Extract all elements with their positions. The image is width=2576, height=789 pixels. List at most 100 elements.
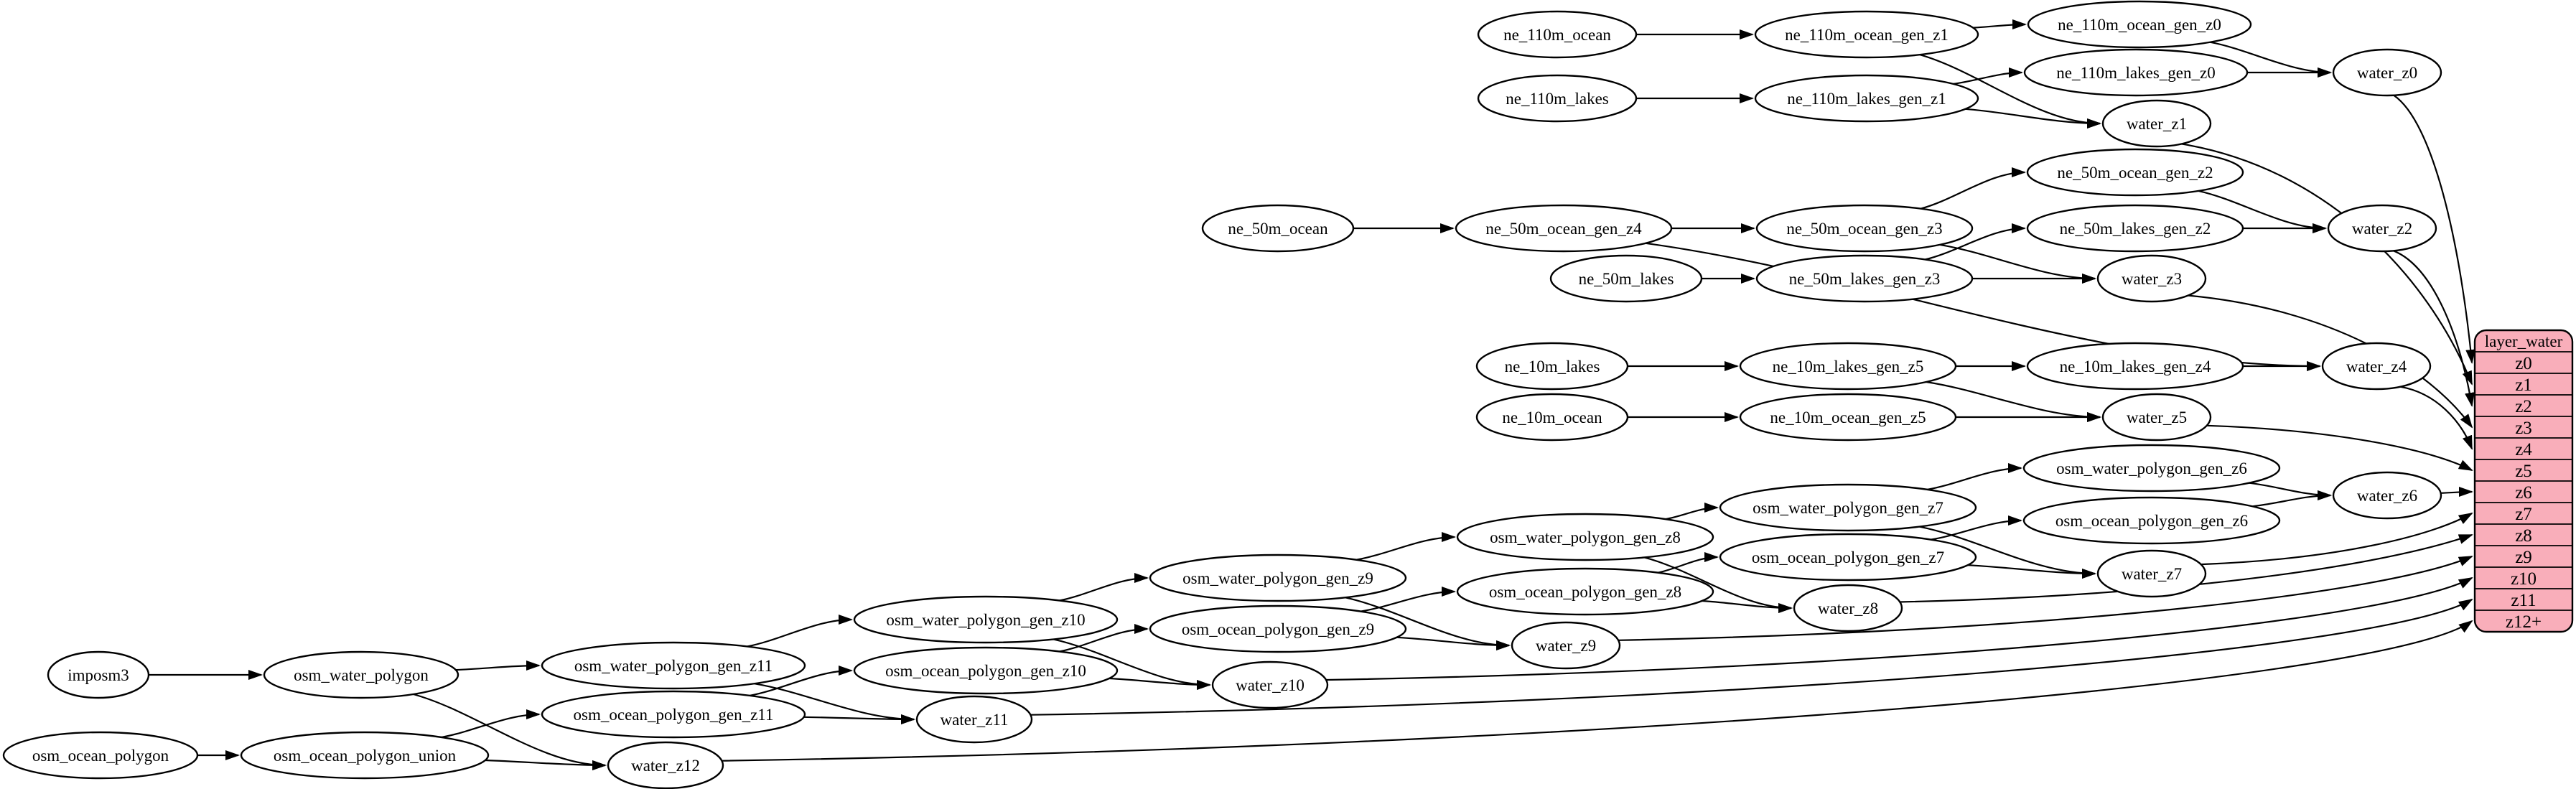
edge-osm_ocean_polygon_gen_z9-to-osm_ocean_polygon_gen_z8 bbox=[1361, 587, 1456, 612]
node-ellipse-osm_ocean_polygon_gen_z6 bbox=[2022, 496, 2281, 545]
node-label-osm_water_polygon_gen_z7: osm_water_polygon_gen_z7 bbox=[1753, 499, 1943, 517]
node-label-water_z4: water_z4 bbox=[2346, 358, 2407, 375]
edge-osm_water_polygon_gen_z7-to-water_z7 bbox=[1919, 526, 2096, 579]
edge-ne_10m_lakes_gen_z5-to-water_z5 bbox=[1926, 381, 2101, 422]
node-ne_50m_lakes_gen_z3: ne_50m_lakes_gen_z3 bbox=[1755, 254, 1974, 303]
node-ellipse-water_z11 bbox=[915, 695, 1033, 744]
node-label-osm_ocean_polygon_gen_z8: osm_ocean_polygon_gen_z8 bbox=[1489, 583, 1681, 601]
node-label-osm_water_polygon: osm_water_polygon bbox=[294, 666, 429, 684]
node-ellipse-osm_ocean_polygon_gen_z10 bbox=[853, 646, 1119, 695]
node-osm_ocean_polygon_gen_z6: osm_ocean_polygon_gen_z6 bbox=[2022, 496, 2281, 545]
table-row-z12+: z12+ bbox=[2506, 612, 2542, 632]
edge-osm_ocean_polygon_gen_z11-to-water_z11 bbox=[803, 714, 915, 724]
edge-osm_water_polygon_gen_z6-to-water_z6 bbox=[2249, 482, 2332, 500]
table-row-z6: z6 bbox=[2515, 483, 2532, 503]
node-ellipse-osm_ocean_polygon bbox=[2, 731, 199, 780]
node-ellipse-ne_10m_lakes bbox=[1475, 342, 1629, 391]
node-label-osm_ocean_polygon_union: osm_ocean_polygon_union bbox=[274, 747, 457, 765]
node-ne_50m_ocean_gen_z4: ne_50m_ocean_gen_z4 bbox=[1455, 204, 1673, 253]
node-label-water_z8: water_z8 bbox=[1818, 599, 1878, 617]
node-label-ne_50m_lakes_gen_z3: ne_50m_lakes_gen_z3 bbox=[1789, 270, 1941, 288]
node-ellipse-ne_50m_lakes_gen_z3 bbox=[1755, 254, 1974, 303]
node-ne_50m_ocean_gen_z2: ne_50m_ocean_gen_z2 bbox=[2026, 148, 2244, 197]
node-label-osm_water_polygon_gen_z10: osm_water_polygon_gen_z10 bbox=[886, 611, 1085, 629]
node-label-ne_10m_lakes: ne_10m_lakes bbox=[1505, 358, 1600, 375]
node-osm_water_polygon: osm_water_polygon bbox=[263, 650, 459, 699]
edge-osm_ocean_polygon_gen_z10-to-osm_ocean_polygon_gen_z9 bbox=[1059, 624, 1149, 653]
node-ne_50m_ocean_gen_z3: ne_50m_ocean_gen_z3 bbox=[1755, 204, 1974, 253]
node-ellipse-osm_ocean_polygon_gen_z11 bbox=[541, 690, 806, 739]
node-label-osm_water_polygon_gen_z11: osm_water_polygon_gen_z11 bbox=[574, 657, 773, 675]
node-label-water_z6: water_z6 bbox=[2357, 487, 2417, 505]
node-osm_water_polygon_gen_z7: osm_water_polygon_gen_z7 bbox=[1719, 483, 1977, 532]
node-water_z5: water_z5 bbox=[2101, 393, 2212, 442]
node-osm_water_polygon_gen_z8: osm_water_polygon_gen_z8 bbox=[1456, 513, 1714, 561]
node-ellipse-water_z7 bbox=[2096, 549, 2207, 598]
edge-osm_water_polygon_gen_z9-to-water_z9 bbox=[1345, 597, 1511, 650]
node-water_z8: water_z8 bbox=[1793, 584, 1903, 632]
node-water_z2: water_z2 bbox=[2327, 204, 2437, 253]
edge-ne_50m_ocean_gen_z3-to-ne_50m_ocean_gen_z2 bbox=[1920, 167, 2026, 210]
node-ne_110m_ocean: ne_110m_ocean bbox=[1477, 10, 1638, 59]
edge-osm_ocean_polygon_gen_z8-to-water_z8 bbox=[1702, 599, 1793, 613]
edge-ne_50m_ocean_gen_z4-to-water_z4 bbox=[1645, 242, 2321, 371]
edge-water_z2-to-layer_water-z2 bbox=[2393, 250, 2475, 407]
edge-water_z7-to-layer_water-z7 bbox=[2201, 513, 2473, 566]
node-ellipse-water_z2 bbox=[2327, 204, 2437, 253]
edge-osm_ocean_polygon_gen_z8-to-osm_ocean_polygon_gen_z7 bbox=[1657, 552, 1719, 574]
node-ellipse-ne_110m_ocean_gen_z0 bbox=[2027, 0, 2252, 49]
node-label-ne_110m_lakes_gen_z0: ne_110m_lakes_gen_z0 bbox=[2056, 64, 2215, 82]
node-label-osm_ocean_polygon_gen_z7: osm_ocean_polygon_gen_z7 bbox=[1752, 548, 1944, 566]
node-label-osm_ocean_polygon_gen_z10: osm_ocean_polygon_gen_z10 bbox=[885, 662, 1086, 680]
node-ne_10m_lakes_gen_z4: ne_10m_lakes_gen_z4 bbox=[2026, 342, 2244, 391]
node-osm_water_polygon_gen_z10: osm_water_polygon_gen_z10 bbox=[853, 595, 1119, 644]
node-ne_110m_lakes_gen_z1: ne_110m_lakes_gen_z1 bbox=[1754, 74, 1979, 123]
table-row-z4: z4 bbox=[2515, 440, 2532, 459]
table-row-z2: z2 bbox=[2515, 397, 2532, 416]
table-row-z1: z1 bbox=[2515, 375, 2532, 395]
node-osm_ocean_polygon_gen_z8: osm_ocean_polygon_gen_z8 bbox=[1456, 567, 1714, 616]
node-label-ne_110m_lakes: ne_110m_lakes bbox=[1506, 90, 1609, 108]
node-osm_ocean_polygon_gen_z10: osm_ocean_polygon_gen_z10 bbox=[853, 646, 1119, 695]
edge-ne_50m_ocean_gen_z2-to-water_z2 bbox=[2198, 190, 2327, 233]
edge-water_z10-to-layer_water-z10 bbox=[1326, 577, 2473, 681]
node-label-ne_50m_ocean: ne_50m_ocean bbox=[1228, 220, 1328, 238]
table-row-z8: z8 bbox=[2515, 526, 2532, 546]
node-label-imposm3: imposm3 bbox=[67, 666, 129, 684]
layer-water-table: layer_waterz0z1z2z3z4z5z6z7z8z9z10z11z12… bbox=[2473, 329, 2574, 633]
node-ellipse-water_z9 bbox=[1511, 621, 1621, 670]
edge-water_z11-to-layer_water-z11 bbox=[1030, 598, 2473, 716]
edge-ne_110m_lakes_gen_z1-to-ne_110m_lakes_gen_z0 bbox=[1953, 67, 2023, 85]
node-label-water_z7: water_z7 bbox=[2122, 565, 2182, 583]
node-ne_50m_ocean: ne_50m_ocean bbox=[1201, 204, 1355, 253]
node-label-water_z11: water_z11 bbox=[941, 711, 1009, 729]
edge-ne_110m_ocean_gen_z1-to-water_z1 bbox=[1919, 54, 2101, 129]
node-ne_10m_lakes_gen_z5: ne_10m_lakes_gen_z5 bbox=[1739, 342, 1957, 391]
node-label-water_z9: water_z9 bbox=[1536, 637, 1596, 655]
node-ellipse-ne_10m_ocean_gen_z5 bbox=[1739, 393, 1957, 442]
node-ellipse-ne_110m_ocean bbox=[1477, 10, 1638, 59]
table-row-z0: z0 bbox=[2515, 354, 2532, 373]
node-ellipse-osm_water_polygon_gen_z11 bbox=[541, 641, 806, 690]
node-ne_110m_lakes: ne_110m_lakes bbox=[1477, 74, 1638, 123]
edge-water_z5-to-layer_water-z5 bbox=[2206, 424, 2473, 471]
table-row-z11: z11 bbox=[2511, 591, 2536, 610]
node-ellipse-osm_ocean_polygon_gen_z8 bbox=[1456, 567, 1714, 616]
node-ne_10m_lakes: ne_10m_lakes bbox=[1475, 342, 1629, 391]
node-ellipse-water_z10 bbox=[1211, 660, 1329, 709]
edge-ne_110m_lakes_gen_z1-to-water_z1 bbox=[1965, 108, 2101, 129]
node-water_z11: water_z11 bbox=[915, 695, 1033, 744]
node-ellipse-osm_water_polygon_gen_z7 bbox=[1719, 483, 1977, 532]
node-osm_water_polygon_gen_z6: osm_water_polygon_gen_z6 bbox=[2022, 444, 2281, 492]
node-osm_ocean_polygon: osm_ocean_polygon bbox=[2, 731, 199, 780]
node-ellipse-ne_110m_lakes_gen_z1 bbox=[1754, 74, 1979, 123]
edge-osm_water_polygon_gen_z11-to-water_z11 bbox=[754, 683, 915, 724]
edge-osm_water_polygon_gen_z8-to-water_z8 bbox=[1644, 556, 1793, 613]
node-label-ne_50m_lakes: ne_50m_lakes bbox=[1579, 270, 1674, 288]
node-ellipse-ne_10m_lakes_gen_z5 bbox=[1739, 342, 1957, 391]
node-label-ne_10m_ocean: ne_10m_ocean bbox=[1502, 408, 1602, 426]
node-label-water_z2: water_z2 bbox=[2352, 220, 2412, 238]
table-row-z5: z5 bbox=[2515, 462, 2532, 481]
node-ne_110m_lakes_gen_z0: ne_110m_lakes_gen_z0 bbox=[2023, 48, 2249, 97]
